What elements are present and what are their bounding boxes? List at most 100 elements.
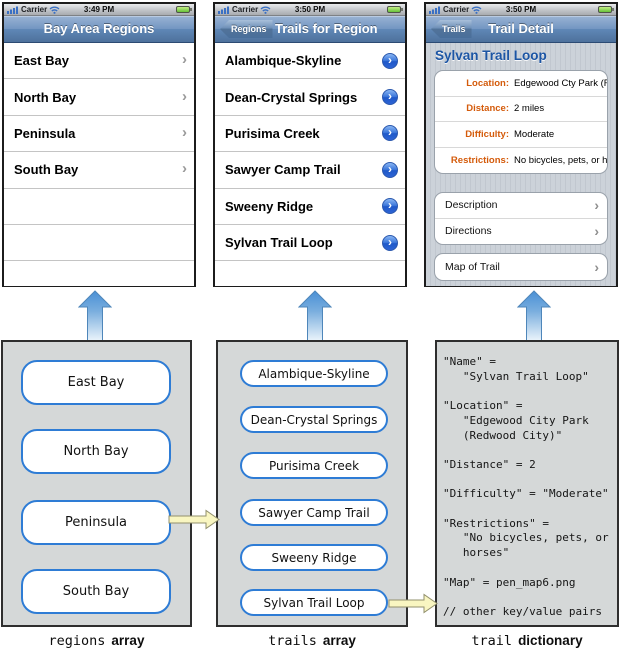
battery-icon — [387, 6, 403, 13]
back-button[interactable]: Trails — [431, 20, 472, 38]
empty-table-row — [4, 261, 194, 286]
table-row[interactable]: North Bay › — [4, 79, 194, 116]
row-label: North Bay — [14, 89, 77, 105]
up-arrow — [298, 290, 332, 342]
wifi-icon — [471, 6, 482, 14]
attribute-label: Distance: — [466, 103, 509, 115]
row-label: Purisima Creek — [225, 125, 320, 141]
caption-type: array — [322, 633, 356, 648]
detail-disclosure-button[interactable]: › — [382, 198, 398, 215]
attribute-value: Moderate — [514, 128, 555, 140]
trails-array-box: Alambique-Skyline Dean-Crystal Springs P… — [216, 340, 408, 627]
row-label: Alambique-Skyline — [225, 53, 342, 69]
up-arrow — [517, 290, 551, 342]
detail-disclosure-button[interactable]: › — [382, 52, 398, 69]
attribute-row: Distance:2 miles — [435, 97, 607, 122]
detail-disclosure-button[interactable]: › — [382, 125, 398, 142]
array-item-pill: South Bay — [21, 569, 171, 614]
row-label: Sweeny Ridge — [225, 198, 314, 214]
clock: 3:50 PM — [505, 5, 537, 14]
caption-code: regions — [48, 633, 106, 649]
trail-attributes-card: Location: Edgewood Cty Park (Redw Distanc… — [434, 70, 608, 174]
dictionary-code: "Name" = "Sylvan Trail Loop" "Location" … — [443, 355, 609, 618]
detail-disclosure-button[interactable]: › — [382, 234, 398, 251]
attribute-label: Difficulty: — [465, 128, 509, 140]
back-button[interactable]: Regions — [220, 20, 273, 38]
status-bar: Carrier 3:50 PM — [426, 4, 616, 16]
box-caption-regions: regions array — [1, 633, 192, 649]
array-item-pill: Alambique-Skyline — [240, 360, 388, 387]
table-row[interactable]: Sawyer Camp Trail › — [215, 152, 405, 189]
trail-name-heading: Sylvan Trail Loop — [435, 48, 547, 63]
table-row[interactable]: Purisima Creek › — [215, 116, 405, 153]
attribute-value: Edgewood Cty Park (Redw — [514, 77, 607, 89]
table-row[interactable]: South Bay › — [4, 152, 194, 189]
row-label: Peninsula — [14, 125, 76, 141]
table-row[interactable]: Map of Trail › — [435, 254, 607, 280]
box-caption-dictionary: trail dictionary — [435, 633, 619, 649]
array-item-pill: North Bay — [21, 429, 171, 474]
array-item-pill: Sylvan Trail Loop — [240, 589, 388, 616]
row-label: Dean-Crystal Springs — [225, 89, 358, 105]
nav-bar: Bay Area Regions — [4, 16, 194, 43]
array-item-pill: Peninsula — [21, 500, 171, 545]
attribute-label: Location: — [466, 77, 509, 89]
caption-code: trails — [268, 633, 317, 649]
chevron-right-icon: › — [182, 87, 187, 105]
row-label: Sawyer Camp Trail — [225, 162, 341, 178]
attribute-label: Restrictions: — [450, 154, 509, 166]
detail-disclosure-button[interactable]: › — [382, 161, 398, 178]
nav-bar: Trails Trail Detail — [426, 16, 616, 43]
detail-disclosure-button[interactable]: › — [382, 89, 398, 106]
attribute-row: Difficulty: Moderate — [435, 122, 607, 148]
chevron-right-icon: › — [182, 160, 187, 178]
nav-bar: Regions Trails for Region — [215, 16, 405, 43]
table-row[interactable]: Alambique-Skyline › — [215, 43, 405, 80]
status-bar: Carrier 3:50 PM — [215, 4, 405, 16]
right-arrow — [388, 593, 438, 614]
array-item-pill: East Bay — [21, 360, 171, 405]
caption-type: array — [111, 633, 145, 648]
table-row[interactable]: Directions› — [435, 219, 607, 245]
battery-icon — [176, 6, 192, 13]
row-label: Description — [445, 199, 498, 212]
signal-strength-icon — [7, 6, 18, 14]
wifi-icon — [49, 6, 60, 14]
regions-table: East Bay› North Bay› Peninsula› South Ba… — [4, 43, 194, 286]
signal-strength-icon — [218, 6, 229, 14]
table-row[interactable]: East Bay› — [4, 43, 194, 80]
right-arrow — [168, 509, 220, 530]
up-arrow — [78, 290, 112, 342]
grouped-table-view: Sylvan Trail Loop Location: Edgewood Cty … — [426, 43, 616, 286]
empty-table-row — [215, 261, 405, 286]
clock: 3:50 PM — [294, 5, 326, 14]
trail-links-card: Description › Directions› — [434, 192, 608, 245]
table-row[interactable]: Sylvan Trail Loop› — [215, 225, 405, 262]
wifi-icon — [260, 6, 271, 14]
table-row[interactable]: Peninsula › — [4, 116, 194, 153]
attribute-value: No bicycles, pets, or horses — [514, 154, 608, 166]
caption-type: dictionary — [518, 633, 583, 648]
table-row[interactable]: Description › — [435, 193, 607, 219]
caption-code: trail — [471, 633, 513, 649]
row-label: Map of Trail — [445, 260, 500, 273]
attribute-row: Location: Edgewood Cty Park (Redw — [435, 71, 607, 97]
array-item-pill: Dean-Crystal Springs — [240, 406, 388, 433]
row-label: South Bay — [14, 162, 79, 178]
empty-table-row — [4, 225, 194, 262]
iphone-screen-trails: Carrier 3:50 PM Regions Trails for Regio… — [213, 2, 407, 287]
trail-map-card: Map of Trail › — [434, 253, 608, 281]
iphone-screen-trail-detail: Carrier 3:50 PM Trails Trail Detail Sylv… — [424, 2, 618, 287]
carrier-label: Carrier — [443, 5, 470, 14]
table-row[interactable]: Sweeny Ridge › — [215, 189, 405, 225]
chevron-right-icon: › — [182, 123, 187, 141]
array-item-pill: Sweeny Ridge — [240, 544, 388, 571]
chevron-right-icon: › — [594, 197, 599, 214]
carrier-label: Carrier — [232, 5, 259, 14]
chevron-right-icon: › — [594, 258, 599, 275]
status-bar: Carrier 3:49 PM — [4, 4, 194, 16]
attribute-row: Restrictions: No bicycles, pets, or horse… — [435, 148, 607, 174]
array-item-pill: Sawyer Camp Trail — [240, 499, 388, 526]
row-label: East Bay — [14, 53, 69, 69]
table-row[interactable]: Dean-Crystal Springs › — [215, 79, 405, 116]
